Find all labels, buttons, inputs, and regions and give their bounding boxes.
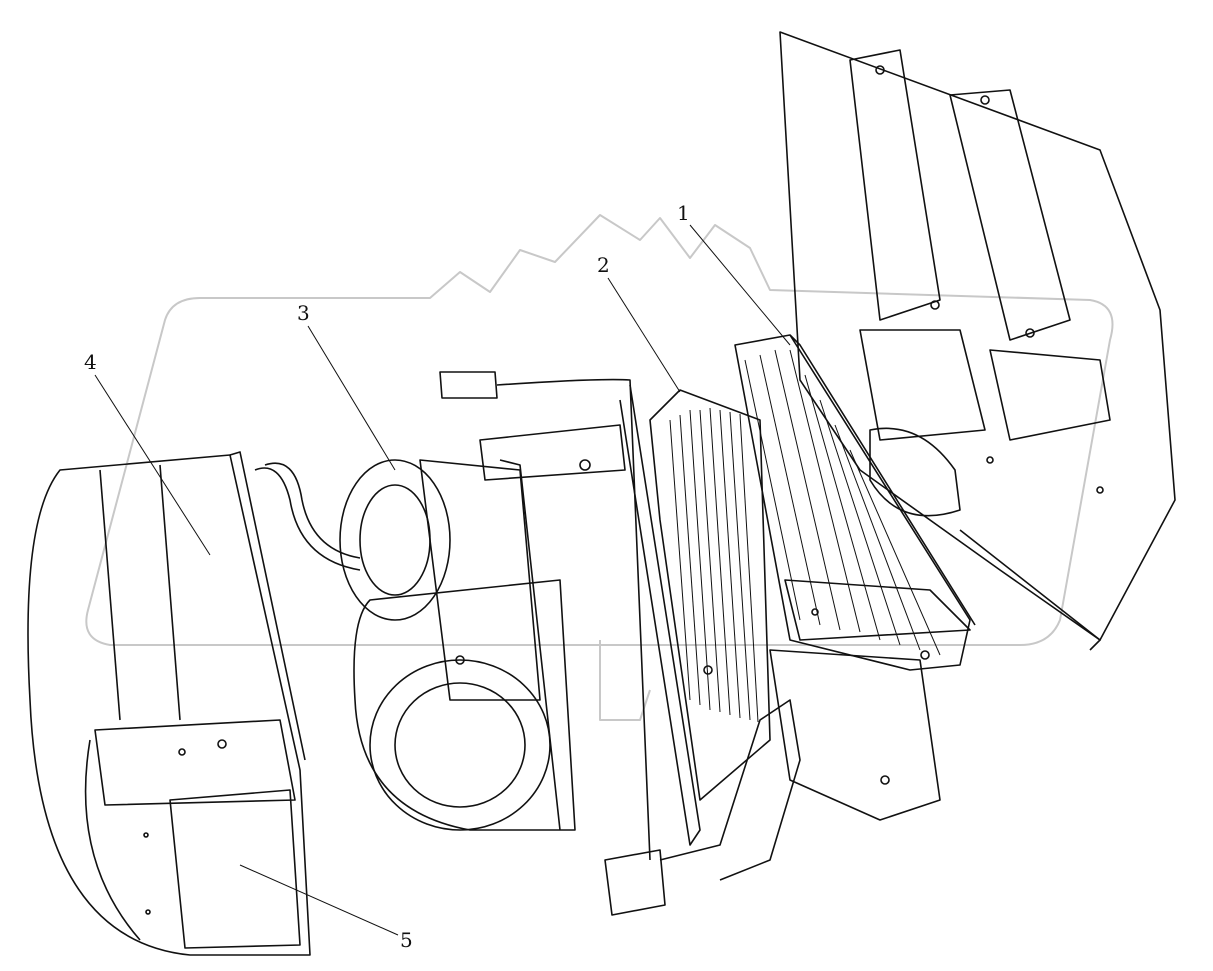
callout-2: 2 xyxy=(597,253,610,277)
heater-core xyxy=(439,371,801,916)
callout-leaders xyxy=(94,224,791,936)
callout-1: 1 xyxy=(677,201,690,225)
leader-4 xyxy=(94,374,211,556)
callout-4: 4 xyxy=(84,350,97,374)
upper-case xyxy=(779,31,1176,651)
blower-fan xyxy=(339,459,576,831)
leader-3 xyxy=(307,325,396,471)
callout-5: 5 xyxy=(400,928,413,952)
blower-housing xyxy=(27,451,361,956)
callout-3: 3 xyxy=(297,301,310,325)
evaporator-core xyxy=(734,334,976,821)
watermark-logo xyxy=(85,214,1114,721)
leader-2 xyxy=(607,277,681,393)
leader-5 xyxy=(239,864,399,936)
leader-1 xyxy=(689,224,791,346)
